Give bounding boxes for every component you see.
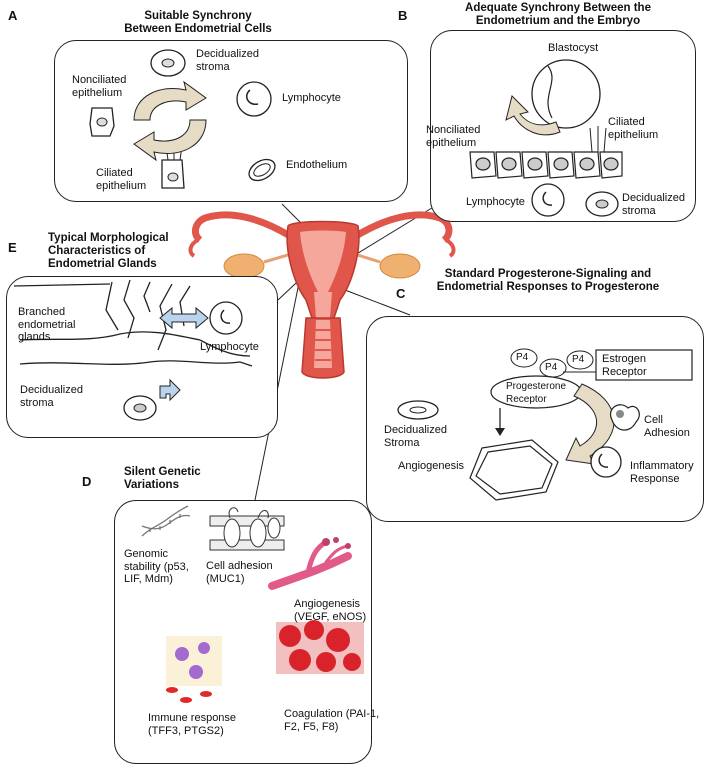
decidualized-stroma-icon (397, 400, 439, 420)
panel-d-coagulation-label: Coagulation (PAI-1, F2, F5, F8) (284, 708, 380, 733)
panel-b-lymphocyte-label: Lymphocyte (466, 196, 525, 208)
p4-label-1: P4 (516, 352, 529, 363)
lymphocyte-icon (209, 301, 243, 335)
panel-c-title: Standard Progesterone-Signaling and Endo… (436, 268, 660, 293)
panel-d-immune-label: Immune response (TFF3, PTGS2) (148, 712, 237, 737)
ciliated-epithelium-icon (161, 144, 185, 189)
uterus-illustration (188, 211, 456, 379)
lymphocyte-icon (590, 446, 622, 478)
panel-c-decidualized-label: Decidualized Stroma (384, 424, 447, 449)
down-arrow-icon (495, 428, 505, 436)
panel-e-branched-label: Branched endometrial glands (18, 306, 76, 343)
panel-a-lymphocyte-label: Lymphocyte (282, 92, 341, 104)
panel-d-title: Silent Genetic Variations (124, 466, 201, 491)
panel-c-cell-adhesion-label: Cell Adhesion (644, 414, 690, 439)
panel-d-angiogenesis-label: Angiogenesis (VEGF, eNOS) (294, 598, 367, 623)
panel-a-ciliated-label: Ciliated epithelium (96, 167, 147, 192)
blastocyst-icon (531, 59, 601, 129)
p4-molecule-icon (566, 350, 594, 370)
panel-e-title: Typical Morphological Characteristics of… (48, 232, 169, 270)
cell-membrane-icon (209, 507, 285, 551)
cycle-arrows-icon (133, 80, 207, 162)
decidualized-stroma-icon (123, 395, 157, 421)
implantation-arrow-icon (505, 95, 561, 136)
panel-b-ciliated-label: Ciliated epithelium (608, 116, 659, 141)
cell-adhesion-icon (610, 404, 640, 431)
nonciliated-epithelium-icon (89, 107, 115, 137)
p4-molecule-icon (510, 348, 538, 368)
bent-arrow-icon (159, 378, 181, 402)
panel-c-letter: C (396, 286, 406, 301)
panel-b-decidualized-label: Decidualized stroma (622, 192, 685, 217)
panel-c-angiogenesis-label: Angiogenesis (398, 460, 465, 472)
immune-cells-icon (166, 636, 222, 703)
panel-d-adhesion-label: Cell adhesion (MUC1) (206, 560, 273, 585)
blood-vessel-icon (268, 537, 352, 590)
epithelium-row (469, 151, 623, 179)
endothelium-icon (248, 158, 276, 182)
p4-label-2: P4 (545, 362, 558, 373)
panel-c-progesterone-label: Progesterone Receptor (506, 381, 567, 405)
panel-b-title: Adequate Synchrony Between the Endometri… (465, 2, 651, 27)
cilia-icon (589, 126, 607, 153)
panel-e-lymphocyte-label: Lymphocyte (200, 341, 259, 353)
double-arrow-icon (159, 306, 209, 330)
panel-a-decidualized-label: Decidualized stroma (196, 48, 259, 73)
panel-a-nonciliated-label: Nonciliated epithelium (72, 74, 127, 99)
panel-b-letter: B (398, 8, 408, 23)
red-blood-cells-icon (276, 620, 364, 674)
decidualized-stroma-icon (150, 49, 186, 77)
lymphocyte-icon (236, 81, 272, 117)
lymphocyte-icon (531, 183, 565, 217)
dna-helix-icon (141, 505, 191, 537)
panel-a-endothelium-label: Endothelium (286, 159, 348, 171)
estrogen-receptor-box (595, 349, 693, 381)
panel-c-estrogen-label: Estrogen Receptor (602, 353, 647, 378)
panel-d-genomic-label: Genomic stability (p53, LIF, Mdm) (124, 548, 189, 585)
decidualized-stroma-icon (585, 191, 619, 217)
panel-e-letter: E (8, 240, 17, 255)
panel-b-blastocyst-label: Blastocyst (548, 42, 599, 54)
panel-c-inflammatory-label: Inflammatory Response (630, 460, 694, 485)
panel-b-nonciliated-label: Nonciliated epithelium (426, 124, 481, 149)
panel-e-decidualized-label: Decidualized stroma (20, 384, 83, 409)
response-arrow-icon (565, 383, 615, 465)
panel-a-title: Suitable Synchrony Between Endometrial C… (124, 10, 272, 35)
panel-a-letter: A (8, 8, 18, 23)
panel-d-letter: D (82, 474, 92, 489)
angiogenesis-vessel-icon (469, 439, 559, 501)
p4-label-3: P4 (572, 354, 585, 365)
